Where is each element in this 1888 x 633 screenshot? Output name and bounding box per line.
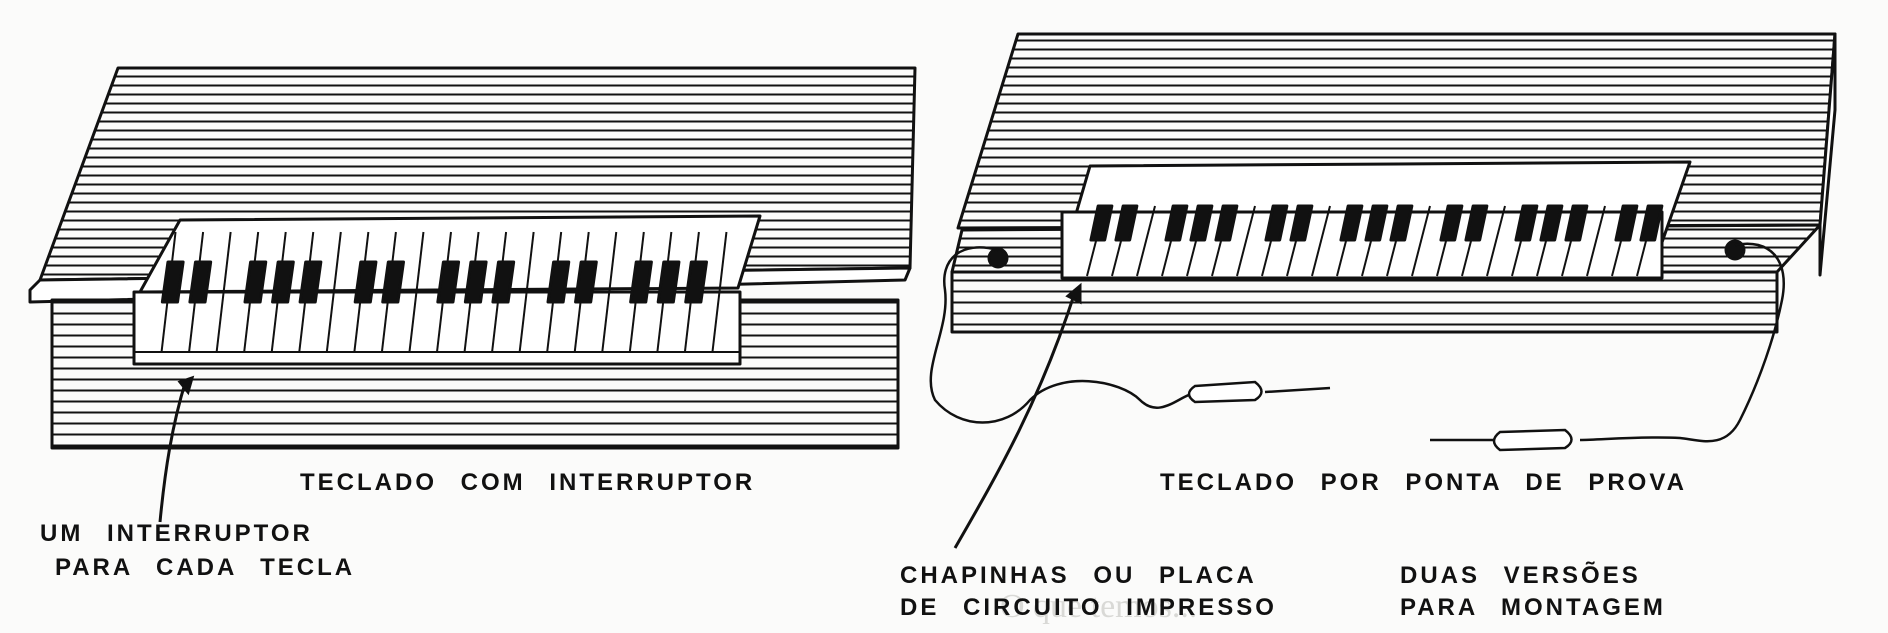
black-key: [271, 260, 295, 304]
white-key-divider: [601, 231, 618, 353]
left-callout-arrow: [158, 375, 195, 523]
black-key: [1639, 204, 1664, 242]
black-key: [1164, 204, 1189, 242]
probe-tips: [1187, 380, 1573, 452]
bleed-through-text: O que temos...: [1000, 588, 1198, 625]
white-key-divider: [408, 231, 425, 353]
black-key: [463, 260, 488, 304]
left-callout-line-2: PARA CADA TECLA: [55, 554, 356, 581]
white-key-divider: [1586, 205, 1606, 277]
left-keyboard-caption: TECLADO COM INTERRUPTOR: [300, 469, 756, 496]
right-callout-line-2: DE CIRCUITO IMPRESSO: [900, 594, 1277, 621]
right-callout-arrow: [953, 282, 1082, 549]
black-key: [243, 260, 268, 304]
white-key-divider: [1486, 205, 1506, 277]
black-key: [629, 260, 653, 304]
white-key-divider: [325, 231, 342, 353]
white-key-divider: [1136, 205, 1156, 277]
black-key: [1514, 204, 1539, 242]
black-key: [1214, 204, 1239, 242]
white-key-divider: [518, 231, 535, 353]
black-key: [1089, 204, 1114, 242]
black-key: [1389, 204, 1414, 242]
white-key-divider: [711, 231, 728, 353]
black-key: [298, 260, 323, 304]
white-key-divider: [1236, 205, 1256, 277]
white-key-divider: [1411, 205, 1431, 277]
right-keyboard: [950, 32, 1837, 334]
black-key: [1364, 204, 1389, 242]
probe-wires: [929, 242, 1785, 443]
black-key: [160, 260, 185, 304]
black-key: [436, 260, 461, 304]
right-callout-line-1: CHAPINHAS OU PLACA: [900, 562, 1257, 589]
black-key: [1289, 204, 1314, 242]
black-key: [381, 260, 405, 304]
versions-note-line-2: PARA MONTAGEM: [1400, 594, 1666, 621]
versions-note-line-1: DUAS VERSÕES: [1400, 562, 1641, 589]
black-key: [188, 260, 213, 304]
black-key: [1114, 204, 1139, 242]
black-key: [353, 260, 378, 304]
right-keyboard-caption: TECLADO POR PONTA DE PROVA: [1160, 469, 1687, 496]
black-key: [546, 260, 571, 304]
black-key: [1539, 204, 1564, 242]
black-key: [656, 260, 681, 304]
black-key: [574, 260, 598, 304]
black-key: [1564, 204, 1589, 242]
white-key-divider: [1311, 205, 1331, 277]
black-key: [1439, 204, 1464, 242]
white-key-divider: [215, 231, 232, 353]
black-key: [1614, 204, 1639, 242]
black-key: [491, 260, 516, 304]
black-key: [1339, 204, 1364, 242]
left-callout-line-1: UM INTERRUPTOR: [40, 520, 313, 547]
black-key: [1264, 204, 1289, 242]
black-key: [1464, 204, 1489, 242]
left-keyboard: [28, 66, 917, 450]
black-key: [1189, 204, 1214, 242]
black-key: [684, 260, 708, 304]
